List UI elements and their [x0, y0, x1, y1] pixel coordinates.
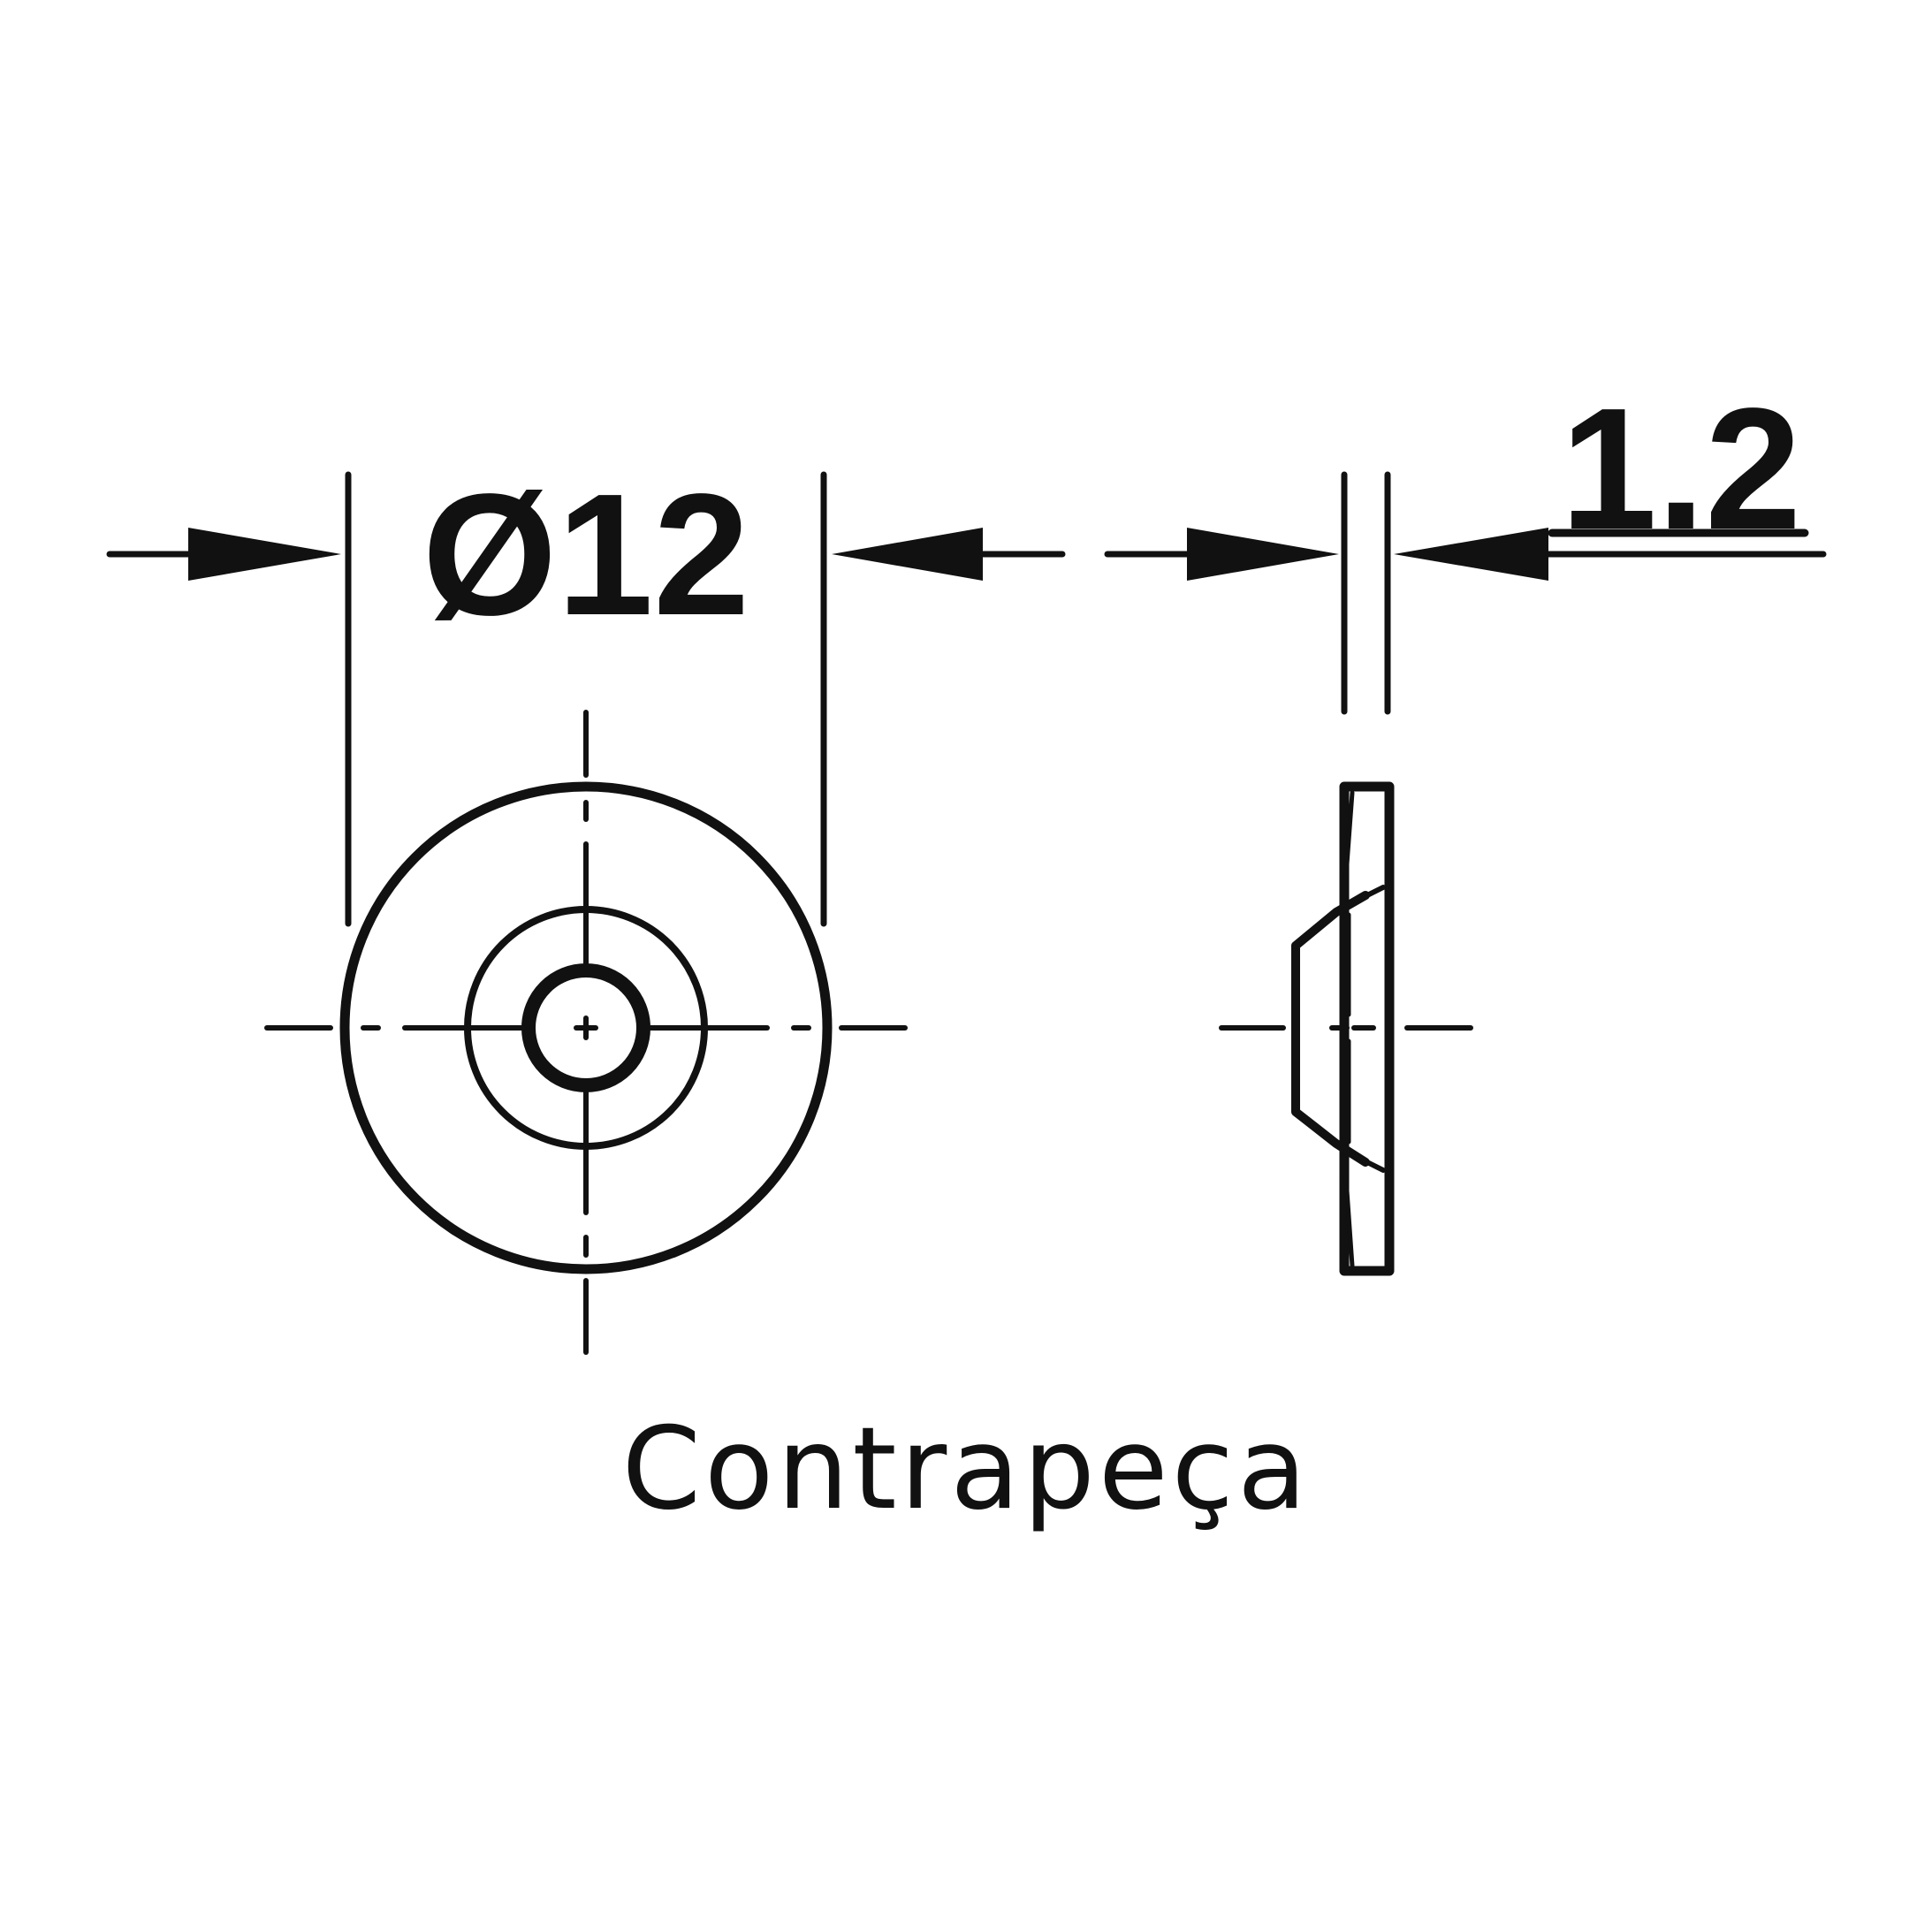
outer-circle [339, 781, 833, 1274]
thickness-arrow-left [1187, 528, 1339, 581]
plate-profile [1339, 781, 1395, 1276]
dimension-arrow-right [832, 528, 983, 581]
diameter-label: Ø12 [422, 458, 749, 651]
countersink-inner-top [1352, 885, 1386, 904]
caption: Contrapeça [622, 1403, 1311, 1535]
thickness-label: 1.2 [1561, 372, 1801, 566]
countersink-slant-top [1342, 790, 1355, 902]
front-view: Ø12 [106, 458, 1066, 1355]
countersink-inner-bottom [1352, 1153, 1386, 1173]
thickness-arrow-right [1394, 528, 1548, 581]
countersink-boss [1291, 891, 1370, 1167]
countersink-slant-bottom [1342, 1151, 1355, 1268]
dimension-arrow-left [188, 528, 341, 581]
side-view: 1.2 [1104, 372, 1827, 1276]
